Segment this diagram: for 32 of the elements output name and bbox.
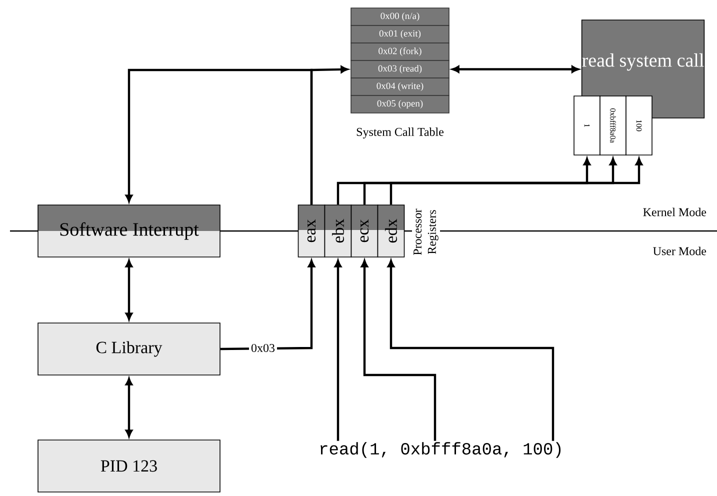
arrow [363, 158, 617, 205]
register-cell: ebx [324, 204, 352, 258]
arrow [336, 158, 591, 205]
process-box: PID 123 [38, 440, 220, 492]
edge-label: 0x03 [249, 342, 277, 354]
arrow [125, 260, 133, 320]
register-cell: ecx [350, 204, 378, 258]
register-cell: edx [377, 204, 405, 258]
function-call-text: read(1, 0xbfff8a0a, 100) [320, 442, 561, 458]
table-row: 0x05 (open) [350, 95, 450, 114]
arrow [125, 68, 313, 205]
register-caption: Processor Registers [414, 208, 438, 255]
table-caption: System Call Table [356, 128, 444, 138]
parameter-cell: 0xbfff8a0a [600, 96, 626, 156]
table-row: 0x00 (n/a) [350, 8, 450, 26]
arrow [334, 260, 342, 441]
mode-label: User Mode [653, 246, 706, 256]
register-cell: eax [298, 204, 326, 258]
parameter-cell: 1 [574, 96, 600, 156]
table-row: 0x01 (exit) [350, 25, 450, 44]
table-row: 0x04 (write) [350, 78, 450, 96]
arrow [390, 158, 643, 205]
arrow [452, 66, 579, 73]
arrow [387, 260, 554, 441]
arrow [310, 66, 348, 205]
mode-label: Kernel Mode [643, 208, 706, 216]
arrow [360, 260, 436, 441]
table-row: 0x03 (read) [350, 60, 450, 78]
arrow [125, 378, 133, 438]
process-box: C Library [38, 322, 220, 376]
table-row: 0x02 (fork) [350, 42, 450, 61]
parameter-cell: 100 [626, 96, 652, 156]
